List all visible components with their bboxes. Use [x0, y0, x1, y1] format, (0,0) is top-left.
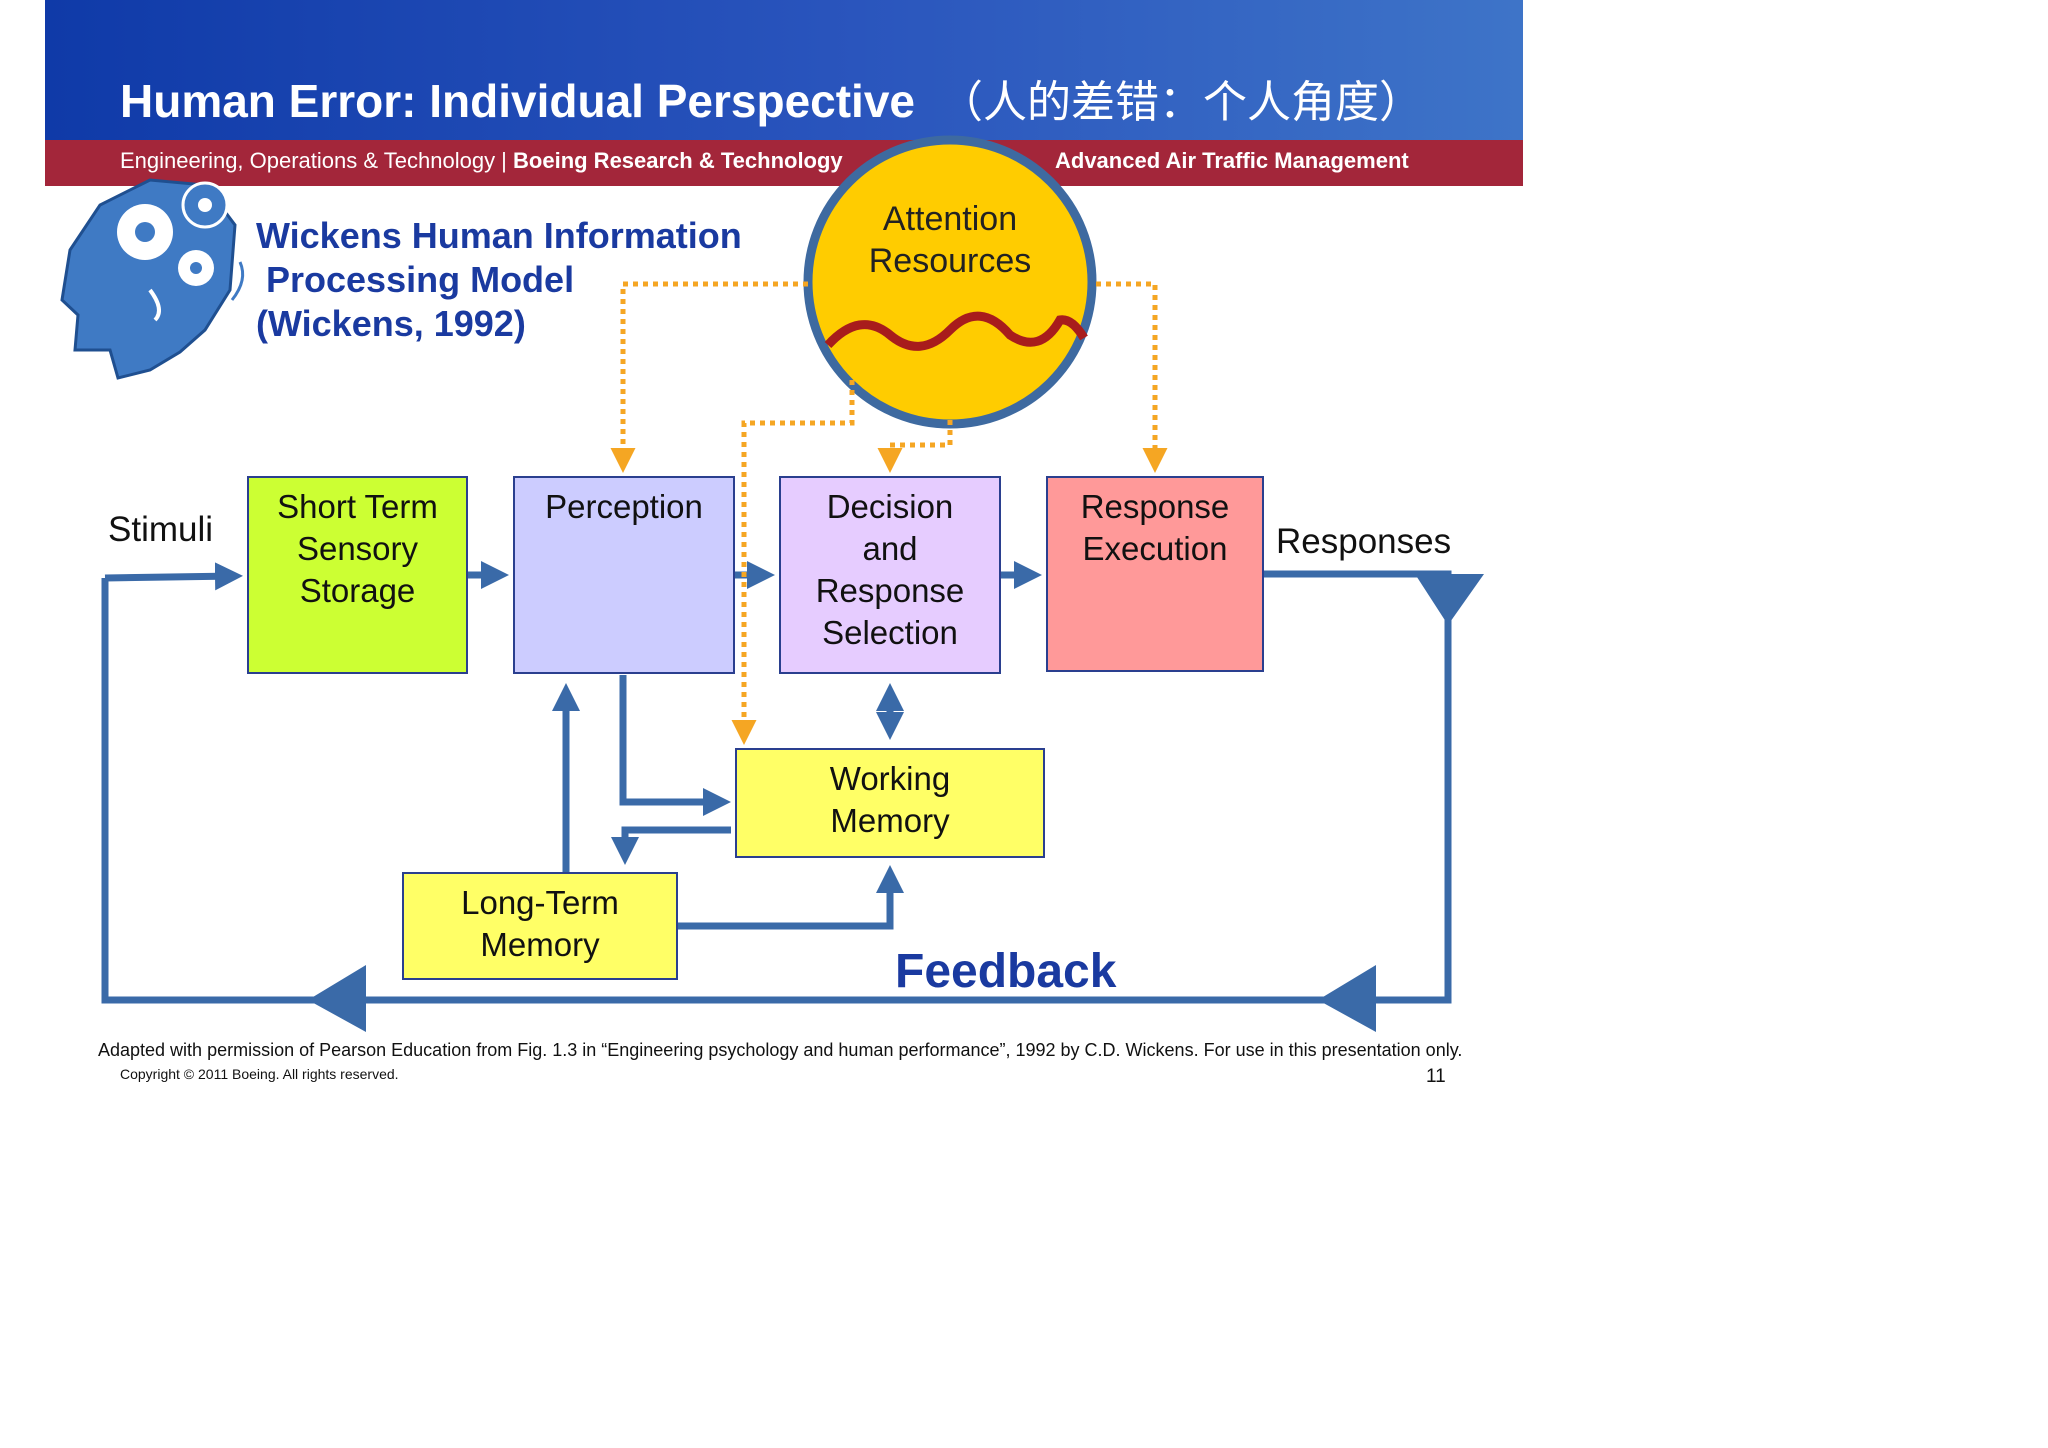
stm-line2: Sensory	[296, 530, 419, 567]
feedback-arrowhead-left	[308, 965, 366, 1032]
stimuli-label: Stimuli	[108, 510, 214, 549]
slide-title-cn: （人的差错：个人角度）	[939, 77, 1424, 128]
short-term-sensory-storage-box: Short Term Sensory Storage	[247, 476, 468, 674]
ltm-line1: Long-Term	[461, 884, 619, 921]
org-unit: Boeing Research & Technology	[513, 148, 843, 173]
head-gears-icon	[60, 178, 245, 380]
org-division: Engineering, Operations & Technology |	[120, 148, 514, 173]
attention-arrows	[610, 281, 1168, 745]
response-output-triangle	[1415, 574, 1484, 625]
slide-title-en: Human Error: Individual Perspective	[120, 75, 916, 127]
title-bar	[45, 0, 1523, 140]
perception-label: Perception	[545, 488, 703, 525]
responses-label: Responses	[1276, 522, 1452, 561]
model-title-line2: Processing Model	[266, 259, 575, 300]
attention-line1: Attention	[882, 200, 1018, 238]
ltm-line2: Memory	[480, 926, 600, 963]
wm-line1: Working	[829, 760, 951, 797]
org-left: Engineering, Operations & Technology | B…	[120, 148, 843, 174]
attention-wave	[824, 311, 1088, 351]
model-title-line3: (Wickens, 1992)	[256, 303, 526, 344]
citation: Adapted with permission of Pearson Educa…	[98, 1040, 1463, 1060]
attention-resources-label: Attention Resources	[830, 198, 1070, 282]
model-title: Wickens Human Information Processing Mod…	[256, 214, 742, 346]
feedback-arrowhead-right	[1318, 965, 1376, 1032]
slide: Human Error: Individual Perspective （人的差错…	[45, 0, 1523, 1087]
stm-line1: Short Term	[277, 488, 438, 525]
page-number: 11	[1426, 1066, 1446, 1087]
working-memory-box: Working Memory	[735, 748, 1045, 858]
flow-arrows	[101, 561, 1452, 1004]
attention-line2: Resources	[868, 242, 1032, 280]
response-execution-box: Response Execution	[1046, 476, 1264, 672]
response-line2: Execution	[1082, 530, 1228, 567]
org-program: Advanced Air Traffic Management	[1055, 148, 1409, 173]
perception-box: Perception	[513, 476, 735, 674]
long-term-memory-box: Long-Term Memory	[402, 872, 678, 980]
response-line1: Response	[1080, 488, 1230, 525]
stm-line3: Storage	[299, 572, 416, 609]
wm-line2: Memory	[830, 802, 950, 839]
model-title-line1: Wickens Human Information	[256, 215, 742, 256]
decision-line2: and	[862, 530, 918, 567]
feedback-label: Feedback	[895, 945, 1117, 998]
slide-title: Human Error: Individual Perspective （人的差错…	[120, 66, 1423, 130]
decision-response-selection-box: Decision and Response Selection	[779, 476, 1001, 674]
decision-line4: Selection	[822, 614, 958, 651]
diagram-canvas	[60, 135, 1484, 1032]
org-band	[45, 140, 1523, 186]
copyright: Copyright © 2011 Boeing. All rights rese…	[120, 1066, 399, 1082]
decision-line1: Decision	[826, 488, 954, 525]
decision-line3: Response	[815, 572, 965, 609]
